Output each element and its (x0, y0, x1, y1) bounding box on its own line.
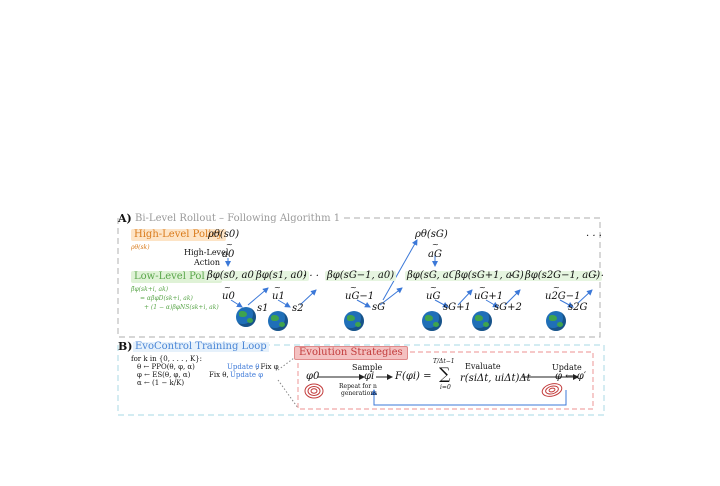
panelA-frame (117, 217, 601, 338)
beta-0: βφ(s0, a0) (205, 270, 260, 281)
panelA-label: A) (118, 212, 132, 225)
beta-3: βφ(sG, aG) (405, 270, 463, 281)
spiral-icon (541, 383, 563, 397)
fix-theta: Fix θ, (209, 371, 229, 379)
dots-mid-1: · · · (303, 271, 319, 282)
generations-label: generations (341, 390, 378, 397)
evaluate-label: Evaluate (465, 362, 501, 371)
uG: uG (426, 291, 441, 302)
u2Gm1: u2G−1 (545, 291, 581, 302)
sum-symbol: ∑ (439, 364, 451, 383)
beta-eq-1: β̃φ(sk+i, ak) (131, 286, 169, 293)
arrow-s2 (299, 289, 317, 306)
beta-2: βφ(sG−1, a0) (325, 270, 397, 281)
sample-label: Sample (352, 363, 383, 372)
s2G: s2G (568, 302, 588, 313)
high-level-policy-label: High-Level Policy (131, 229, 226, 241)
uGm1: uG−1 (345, 291, 375, 302)
u1: u1 (272, 291, 285, 302)
rho-sG: ρθ(sG) (415, 229, 448, 240)
tilde-uG: ~ (430, 283, 437, 292)
phii: φi (364, 371, 375, 382)
dots-mid-2: · · · (510, 271, 526, 282)
phi0: φ0 (306, 371, 320, 382)
tilde-u1: ~ (274, 283, 281, 292)
u0: u0 (222, 291, 235, 302)
sum-bottom: i=0 (440, 384, 451, 391)
s2: s2 (292, 303, 304, 314)
panelA-title: Bi-Level Rollout – Following Algorithm 1 (133, 213, 343, 224)
arrow-u1 (277, 299, 291, 308)
panelB-label: B) (118, 340, 133, 353)
sG: sG (372, 302, 386, 313)
high-level-action-1: High-Level (184, 248, 229, 257)
arrow-sG-rho (382, 239, 418, 301)
earth-icon (236, 307, 256, 327)
arrow-sGp1 (457, 289, 473, 306)
loop-line-2: θ ← PPO(θ, φ, α) (137, 363, 195, 371)
reward-expr: r(siΔt, uiΔt)Δt (460, 373, 531, 384)
beta-1: βφ(s1, a0) (254, 270, 309, 281)
sum-top: T/Δt−1 (433, 358, 455, 365)
tilde-u0: ~ (224, 283, 231, 292)
beta-eq-2: = αβφD(sk+i, ak) (140, 295, 193, 302)
rho-sk: ρθ(sk) (131, 244, 150, 251)
F-eq: F(φi) = (395, 371, 432, 382)
tilde-uGm1: ~ (350, 283, 357, 292)
arrow-sGp2 (504, 289, 521, 306)
update-label: Update (552, 363, 582, 372)
evolution-strategies-tag: Evolution Strategies (294, 346, 408, 360)
loop-line-3: φ ← ES(θ, φ, α) (137, 371, 191, 379)
aG-label: aG (428, 249, 442, 260)
earth-icon (546, 311, 566, 331)
dots-top: · · · (586, 231, 602, 242)
fix-phi: , Fix φ (256, 363, 279, 371)
connector-bottom (277, 379, 299, 409)
arrow-s1 (247, 287, 269, 306)
loop-line-4: α ← (1 − k/K) (137, 379, 185, 387)
sGp2: sG+2 (494, 302, 522, 313)
panelB-frame (117, 344, 605, 416)
connector-top (277, 354, 299, 371)
a0-label: a0 (222, 249, 235, 260)
arrow-uGp1 (485, 299, 499, 308)
es-frame (297, 351, 594, 410)
tilde-uGp1: ~ (479, 283, 486, 292)
arrow-repeat-loop (371, 389, 567, 406)
update-phi: Update φ (230, 371, 264, 379)
high-level-action-2: Action (194, 258, 220, 267)
loop-line-1: for k in {0, . . . , K}: (131, 355, 203, 363)
earth-icon (344, 311, 364, 331)
tilde-a0: ~ (226, 240, 233, 249)
phi-update: φ ← φ′ (555, 371, 587, 382)
earth-icon (268, 311, 288, 331)
dots-mid-3: · · · (588, 271, 604, 282)
arrow-sG-beta (379, 287, 403, 306)
update-theta: Update θ (227, 363, 260, 371)
panelB-title: EvoControl Training Loop (133, 341, 269, 352)
low-level-policy-label: Low-Level Policy (131, 271, 223, 283)
repeat-label: Repeat for n (339, 383, 377, 390)
arrow-uG (434, 299, 449, 308)
spiral-icon (304, 383, 324, 399)
beta-5: βφ(s2G−1, aG) (523, 270, 603, 281)
earth-icon (472, 311, 492, 331)
arrow-s2G (577, 289, 593, 304)
beta-eq-3: + (1 − α)βφNS(sk+i, ak) (144, 304, 219, 311)
rho-s0: ρθ(s0) (208, 229, 240, 240)
tilde-u2Gm1: ~ (553, 283, 560, 292)
sGp1: sG+1 (443, 302, 471, 313)
arrow-u0 (230, 299, 243, 308)
uGp1: uG+1 (474, 291, 504, 302)
arrow-u2Gm1 (559, 299, 574, 308)
s1: s1 (257, 303, 269, 314)
tilde-aG: ~ (432, 240, 439, 249)
beta-4: βφ(sG+1, aG) (453, 270, 526, 281)
arrow-uGm1 (356, 299, 371, 308)
earth-icon (422, 311, 442, 331)
